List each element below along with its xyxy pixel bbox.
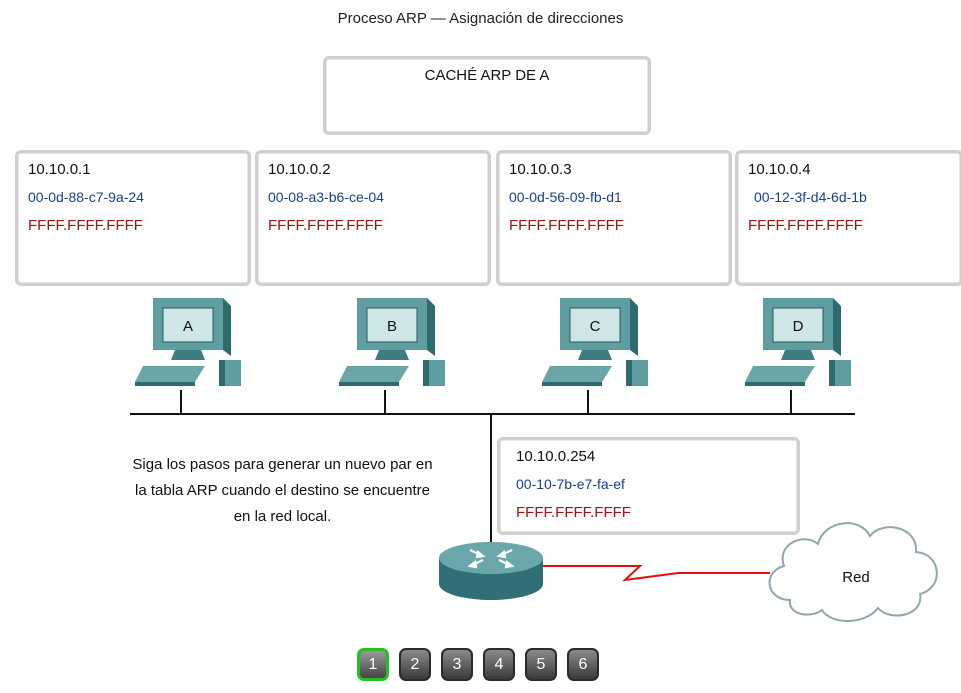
pc-c-label: C xyxy=(590,318,601,335)
host-a-broadcast: FFFF.FFFF.FFFF xyxy=(28,217,143,234)
router-broadcast: FFFF.FFFF.FFFF xyxy=(516,504,631,521)
step-2-button[interactable]: 2 xyxy=(399,648,431,681)
page-title: Proceso ARP — Asignación de direcciones xyxy=(337,10,624,27)
host-c-mac: 00-0d-56-09-fb-d1 xyxy=(509,189,622,205)
lan-drop-c xyxy=(587,390,589,414)
step-4-button[interactable]: 4 xyxy=(483,648,515,681)
pc-d-label: D xyxy=(793,318,804,335)
host-a-mac: 00-0d-88-c7-9a-24 xyxy=(28,189,144,205)
host-d-address-box: 10.10.0.4 00-12-3f-d4-6d-1b FFFF.FFFF.FF… xyxy=(735,150,961,286)
host-b-broadcast: FFFF.FFFF.FFFF xyxy=(268,217,383,234)
host-a-address-box: 10.10.0.1 00-0d-88-c7-9a-24 FFFF.FFFF.FF… xyxy=(15,150,251,286)
lan-bus xyxy=(130,413,855,415)
host-c-address-box: 10.10.0.3 00-0d-56-09-fb-d1 FFFF.FFFF.FF… xyxy=(496,150,732,286)
computer-d-icon[interactable]: D xyxy=(745,298,855,398)
step-6-button[interactable]: 6 xyxy=(567,648,599,681)
host-d-broadcast: FFFF.FFFF.FFFF xyxy=(748,217,863,234)
step-3-button[interactable]: 3 xyxy=(441,648,473,681)
pc-b-label: B xyxy=(387,318,397,335)
instruction-text: Siga los pasos para generar un nuevo par… xyxy=(132,456,433,525)
lan-drop-d xyxy=(790,390,792,414)
computer-b-icon[interactable]: B xyxy=(339,298,449,398)
host-b-mac: 00-08-a3-b6-ce-04 xyxy=(268,189,384,205)
router-ip: 10.10.0.254 xyxy=(516,448,596,465)
arp-cache-box: CACHÉ ARP DE A xyxy=(323,56,651,135)
router-icon[interactable] xyxy=(437,540,545,610)
lan-drop-a xyxy=(180,390,182,414)
host-c-broadcast: FFFF.FFFF.FFFF xyxy=(509,217,624,234)
lan-drop-b xyxy=(384,390,386,414)
host-d-mac: 00-12-3f-d4-6d-1b xyxy=(754,189,867,205)
step-1-button[interactable]: 1 xyxy=(357,648,389,681)
host-c-ip: 10.10.0.3 xyxy=(509,161,572,178)
lan-drop-router xyxy=(490,413,492,543)
pc-a-label: A xyxy=(183,318,193,335)
host-d-ip: 10.10.0.4 xyxy=(748,161,811,178)
host-a-ip: 10.10.0.1 xyxy=(28,161,91,178)
step-navigation: 1 2 3 4 5 6 xyxy=(357,648,599,681)
step-5-button[interactable]: 5 xyxy=(525,648,557,681)
router-address-box: 10.10.0.254 00-10-7b-e7-fa-ef FFFF.FFFF.… xyxy=(497,437,800,535)
cloud-label: Red xyxy=(842,569,870,586)
computer-c-icon[interactable]: C xyxy=(542,298,652,398)
cloud-network-icon[interactable]: Red xyxy=(760,512,950,630)
computer-a-icon[interactable]: A xyxy=(135,298,245,398)
host-b-address-box: 10.10.0.2 00-08-a3-b6-ce-04 FFFF.FFFF.FF… xyxy=(255,150,491,286)
router-mac: 00-10-7b-e7-fa-ef xyxy=(516,476,625,492)
host-b-ip: 10.10.0.2 xyxy=(268,161,331,178)
arp-cache-label: CACHÉ ARP DE A xyxy=(424,67,550,84)
